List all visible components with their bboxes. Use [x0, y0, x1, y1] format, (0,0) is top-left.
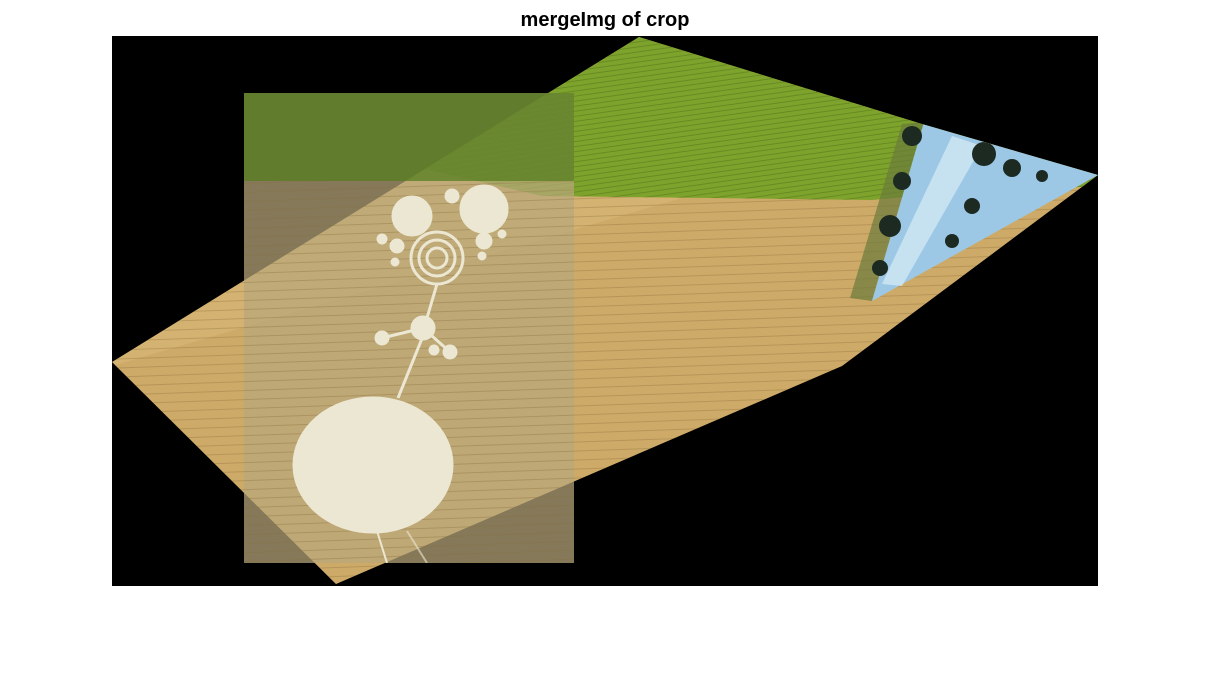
crop-circle-upper-left [391, 195, 433, 237]
merged-image [112, 36, 1098, 586]
reference-grass-field [244, 93, 574, 181]
crop-circle-small [389, 238, 405, 254]
crop-circle-upper-right [459, 184, 509, 234]
crop-circle-small [497, 229, 507, 239]
crop-path-line [396, 335, 425, 399]
crop-circle-small [477, 251, 487, 261]
crop-circle-formation [292, 184, 509, 563]
warped-sky [872, 122, 1098, 301]
warped-field-edge [850, 122, 924, 301]
crop-circle-large [292, 396, 454, 534]
warped-road [882, 136, 982, 286]
crop-circle-small [376, 233, 388, 245]
merged-image-axes [112, 36, 1098, 586]
crop-circle-node-right-a [428, 344, 440, 356]
crop-circle-small [390, 257, 400, 267]
reference-image [244, 93, 574, 563]
crop-circle-small [475, 232, 493, 250]
crop-circle-small [444, 188, 460, 204]
warped-trees [872, 126, 1048, 276]
figure-title: mergeImg of crop [520, 9, 690, 31]
